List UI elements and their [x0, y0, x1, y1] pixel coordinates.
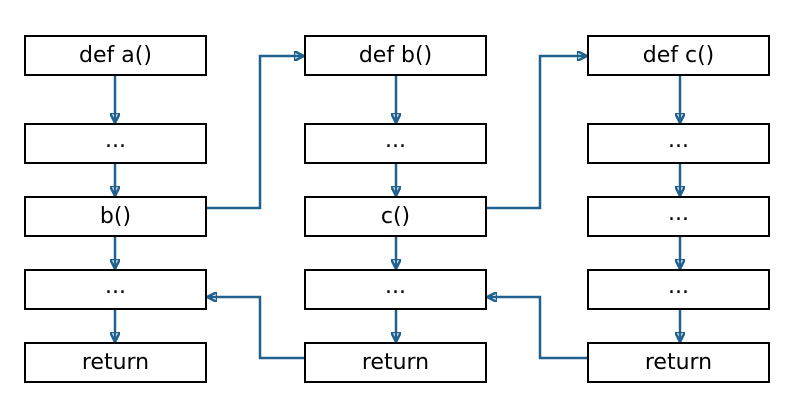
arrow-call-b-to-c	[487, 56, 586, 210]
node-a-call-b: b()	[24, 196, 207, 237]
node-a-return: return	[24, 342, 207, 383]
node-c-return: return	[587, 342, 770, 383]
node-b-body-2: ...	[304, 269, 487, 310]
arrow-call-a-to-b	[207, 56, 303, 210]
node-b-body-1: ...	[304, 123, 487, 164]
arrow-return-c-to-b	[488, 297, 587, 360]
node-b-def: def b()	[304, 35, 487, 76]
node-b-return: return	[304, 342, 487, 383]
node-b-call-c: c()	[304, 196, 487, 237]
node-c-body-1: ...	[587, 123, 770, 164]
node-c-body-3: ...	[587, 269, 770, 310]
node-c-body-2: ...	[587, 196, 770, 237]
node-c-def: def c()	[587, 35, 770, 76]
arrow-return-b-to-a	[208, 297, 304, 360]
node-a-body-2: ...	[24, 269, 207, 310]
node-a-def: def a()	[24, 35, 207, 76]
node-a-body-1: ...	[24, 123, 207, 164]
